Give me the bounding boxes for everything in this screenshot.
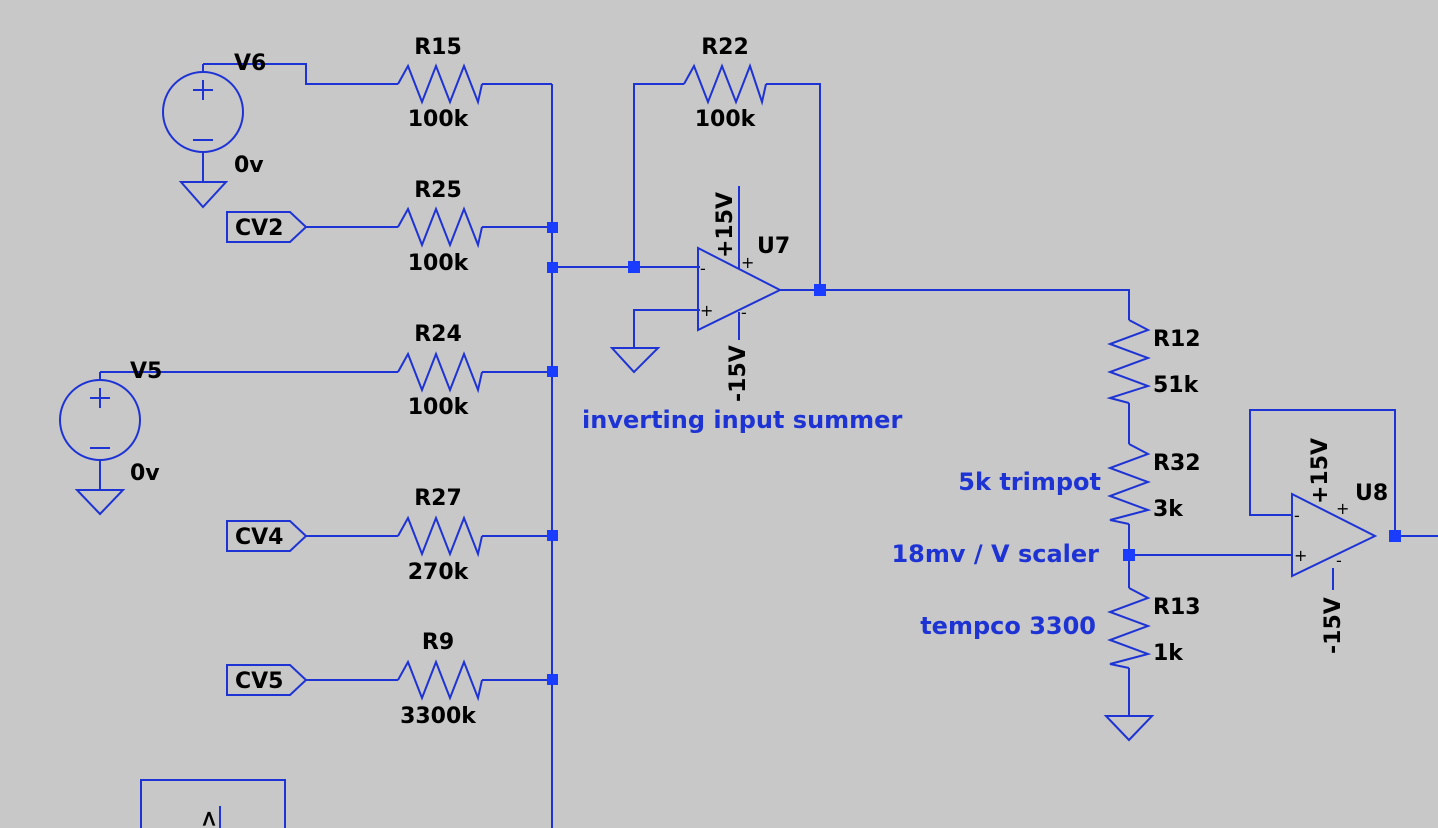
opamp-name: U7 (757, 234, 790, 259)
resistor-r15: R15 100k (397, 35, 483, 132)
resistor-r22: R22 100k (683, 35, 767, 132)
wires (99, 63, 1438, 828)
resistor-name: R32 (1153, 451, 1201, 476)
resistor-value: 100k (408, 251, 470, 276)
opamp-icon (697, 246, 783, 332)
junction-dot (547, 366, 558, 377)
opamp-vpos: +15V (713, 192, 738, 258)
resistor-r25: R25 100k (397, 178, 483, 276)
annotation-tempco: tempco 3300 (920, 612, 1096, 640)
resistor-icon (397, 515, 483, 558)
resistor-value: 270k (408, 560, 470, 585)
resistor-icon (397, 63, 483, 106)
resistor-icon (397, 351, 483, 394)
port-label: CV4 (235, 525, 283, 550)
resistor-name: R27 (414, 486, 462, 511)
opamp-rail-minus: - (741, 303, 747, 322)
voltage-source-v6: V6 0v (162, 51, 266, 209)
junction-dot (547, 262, 558, 273)
voltage-source-v5: V5 0v (59, 359, 162, 516)
resistor-r32: R32 3k (1107, 443, 1201, 525)
resistor-r13: R13 1k (1107, 587, 1201, 669)
opamp-u7: - + + - U7 +15V -15V (609, 192, 790, 402)
net-label-icon (226, 211, 308, 243)
resistor-value: 51k (1153, 373, 1200, 398)
resistor-r12: R12 51k (1106, 319, 1201, 404)
opamp-plus: + (1294, 546, 1307, 565)
opamp-rail-minus: - (1336, 551, 1342, 570)
port-cv4: CV4 (226, 520, 308, 552)
opamp-plus: + (700, 301, 713, 320)
opamp-u8: - + + - U8 +15V -15V (1291, 438, 1388, 654)
resistor-icon (397, 659, 483, 702)
resistor-icon (397, 206, 483, 249)
resistor-value: 3k (1153, 497, 1184, 522)
junction-dot (547, 530, 558, 541)
ground-icon (1103, 715, 1155, 742)
junction-dot (814, 284, 826, 296)
resistor-value: 100k (408, 107, 470, 132)
port-label: CV2 (235, 216, 283, 241)
junctions (547, 222, 1401, 685)
resistor-value: 100k (408, 395, 470, 420)
opamp-vneg: -15V (726, 345, 751, 402)
partial-symbol-text: > (197, 810, 222, 828)
ground-icon (609, 347, 661, 374)
annotation-trimpot: 5k trimpot (958, 468, 1101, 496)
junction-dot (628, 261, 640, 273)
junction-dot (1389, 530, 1401, 542)
ground-icon (74, 489, 126, 516)
opamp-minus: - (1294, 506, 1300, 525)
resistor-name: R9 (422, 630, 454, 655)
junction-dot (547, 222, 558, 233)
resistor-name: R15 (414, 35, 462, 60)
resistor-name: R25 (414, 178, 462, 203)
resistor-icon (1107, 587, 1152, 669)
annotation-scaler: 18mv / V scaler (891, 540, 1099, 568)
opamp-rail-plus: + (1336, 499, 1349, 518)
port-label: CV5 (235, 669, 283, 694)
net-label-icon (226, 520, 308, 552)
source-value: 0v (130, 461, 160, 486)
opamp-name: U8 (1355, 481, 1388, 506)
opamp-icon (1291, 492, 1378, 578)
opamp-vneg: -15V (1321, 597, 1346, 654)
net-label-icon (226, 664, 308, 696)
resistor-r27: R27 270k (397, 486, 483, 585)
ground-icon (178, 181, 229, 209)
resistor-value: 100k (695, 107, 757, 132)
source-name: V5 (130, 359, 162, 384)
junction-dot (547, 674, 558, 685)
resistor-name: R13 (1153, 595, 1201, 620)
resistor-r9: R9 3300k (397, 630, 483, 729)
resistor-icon (1107, 443, 1152, 525)
annotation-summer: inverting input summer (582, 406, 902, 434)
resistor-name: R12 (1153, 327, 1201, 352)
port-cv5: CV5 (226, 664, 308, 696)
resistor-icon (683, 63, 767, 106)
resistor-value: 3300k (400, 704, 477, 729)
opamp-rail-plus: + (741, 253, 754, 272)
opamp-minus: - (700, 259, 706, 278)
port-cv2: CV2 (226, 211, 308, 243)
source-value: 0v (234, 153, 264, 178)
resistor-value: 1k (1153, 641, 1184, 666)
resistor-name: R22 (701, 35, 749, 60)
source-name: V6 (234, 51, 266, 76)
opamp-vpos: +15V (1308, 438, 1333, 504)
resistor-name: R24 (414, 322, 462, 347)
resistor-r24: R24 100k (397, 322, 483, 420)
resistor-icon (1106, 319, 1152, 404)
junction-dot (1123, 549, 1135, 561)
